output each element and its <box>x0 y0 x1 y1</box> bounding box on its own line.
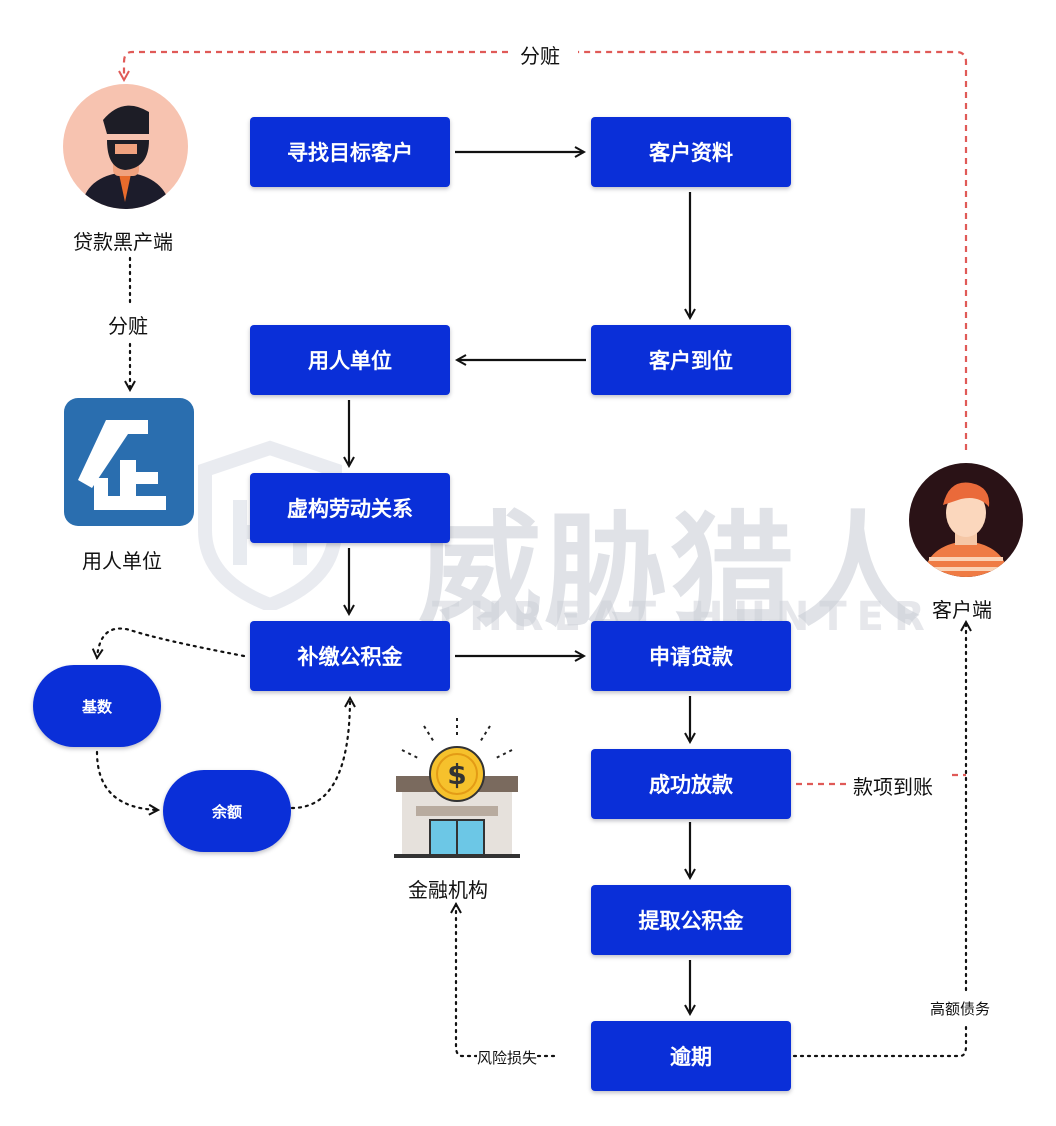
loan-success-box: 成功放款 <box>591 749 791 819</box>
employer-label: 用人单位 <box>82 549 162 573</box>
watermark-text: 威胁猎人 <box>418 500 923 644</box>
pay-provident-fund-box: 补缴公积金 <box>250 621 450 691</box>
employer-logo-icon <box>64 398 194 526</box>
risk-loss-label: 风险损失 <box>477 1047 538 1068</box>
find-target-customer-box: 寻找目标客户 <box>250 117 450 187</box>
financial-institution-label: 金融机构 <box>408 878 488 902</box>
svg-text:$: $ <box>447 758 466 791</box>
bank-building-icon: $ <box>394 718 520 858</box>
high-debt-label: 高额债务 <box>930 998 991 1019</box>
apply-loan-box: 申请贷款 <box>591 621 791 691</box>
customer-arrival-box: 客户到位 <box>591 325 791 395</box>
overdue-box: 逾期 <box>591 1021 791 1091</box>
customer-info-box: 客户资料 <box>591 117 791 187</box>
funds-received-label: 款项到账 <box>853 771 933 800</box>
balance-pill: 余额 <box>163 770 291 852</box>
withdraw-fund-box: 提取公积金 <box>591 885 791 955</box>
share-top-label: 分赃 <box>520 40 560 69</box>
base-pill: 基数 <box>33 665 161 747</box>
loan-black-industry-avatar-icon <box>63 84 188 209</box>
employer-box: 用人单位 <box>250 325 450 395</box>
fictitious-employment-box: 虚构劳动关系 <box>250 473 450 543</box>
customer-label: 客户端 <box>932 598 992 622</box>
share-left-label: 分赃 <box>108 310 148 339</box>
customer-avatar-icon <box>909 463 1023 577</box>
loan-black-industry-label: 贷款黑产端 <box>73 230 173 254</box>
